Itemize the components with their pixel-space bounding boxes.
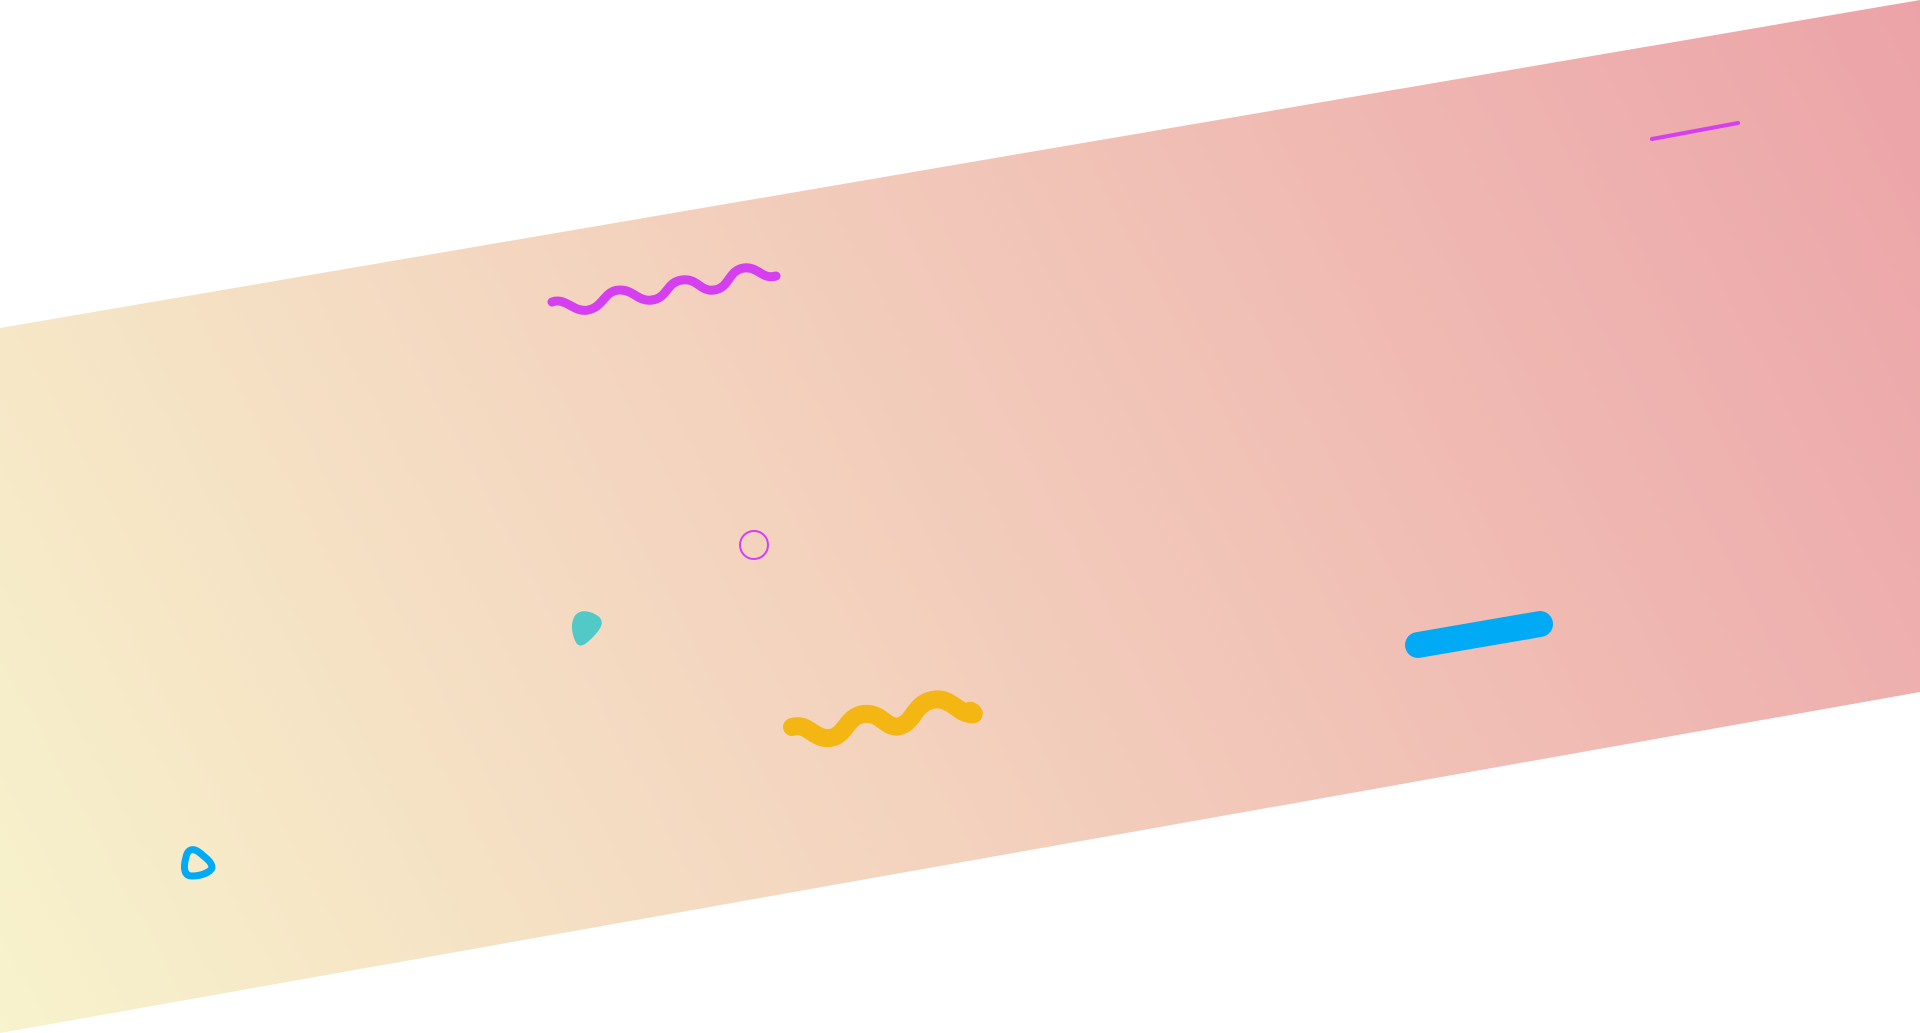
yellow-squiggle-icon [783, 690, 983, 748]
blue-triangle-outline-icon [180, 846, 216, 880]
magenta-line-icon [1650, 121, 1740, 141]
magenta-ring-icon [739, 530, 769, 560]
teal-blob-icon [571, 611, 602, 646]
magenta-squiggle-icon [547, 263, 781, 315]
blue-bar-icon [1405, 611, 1553, 658]
